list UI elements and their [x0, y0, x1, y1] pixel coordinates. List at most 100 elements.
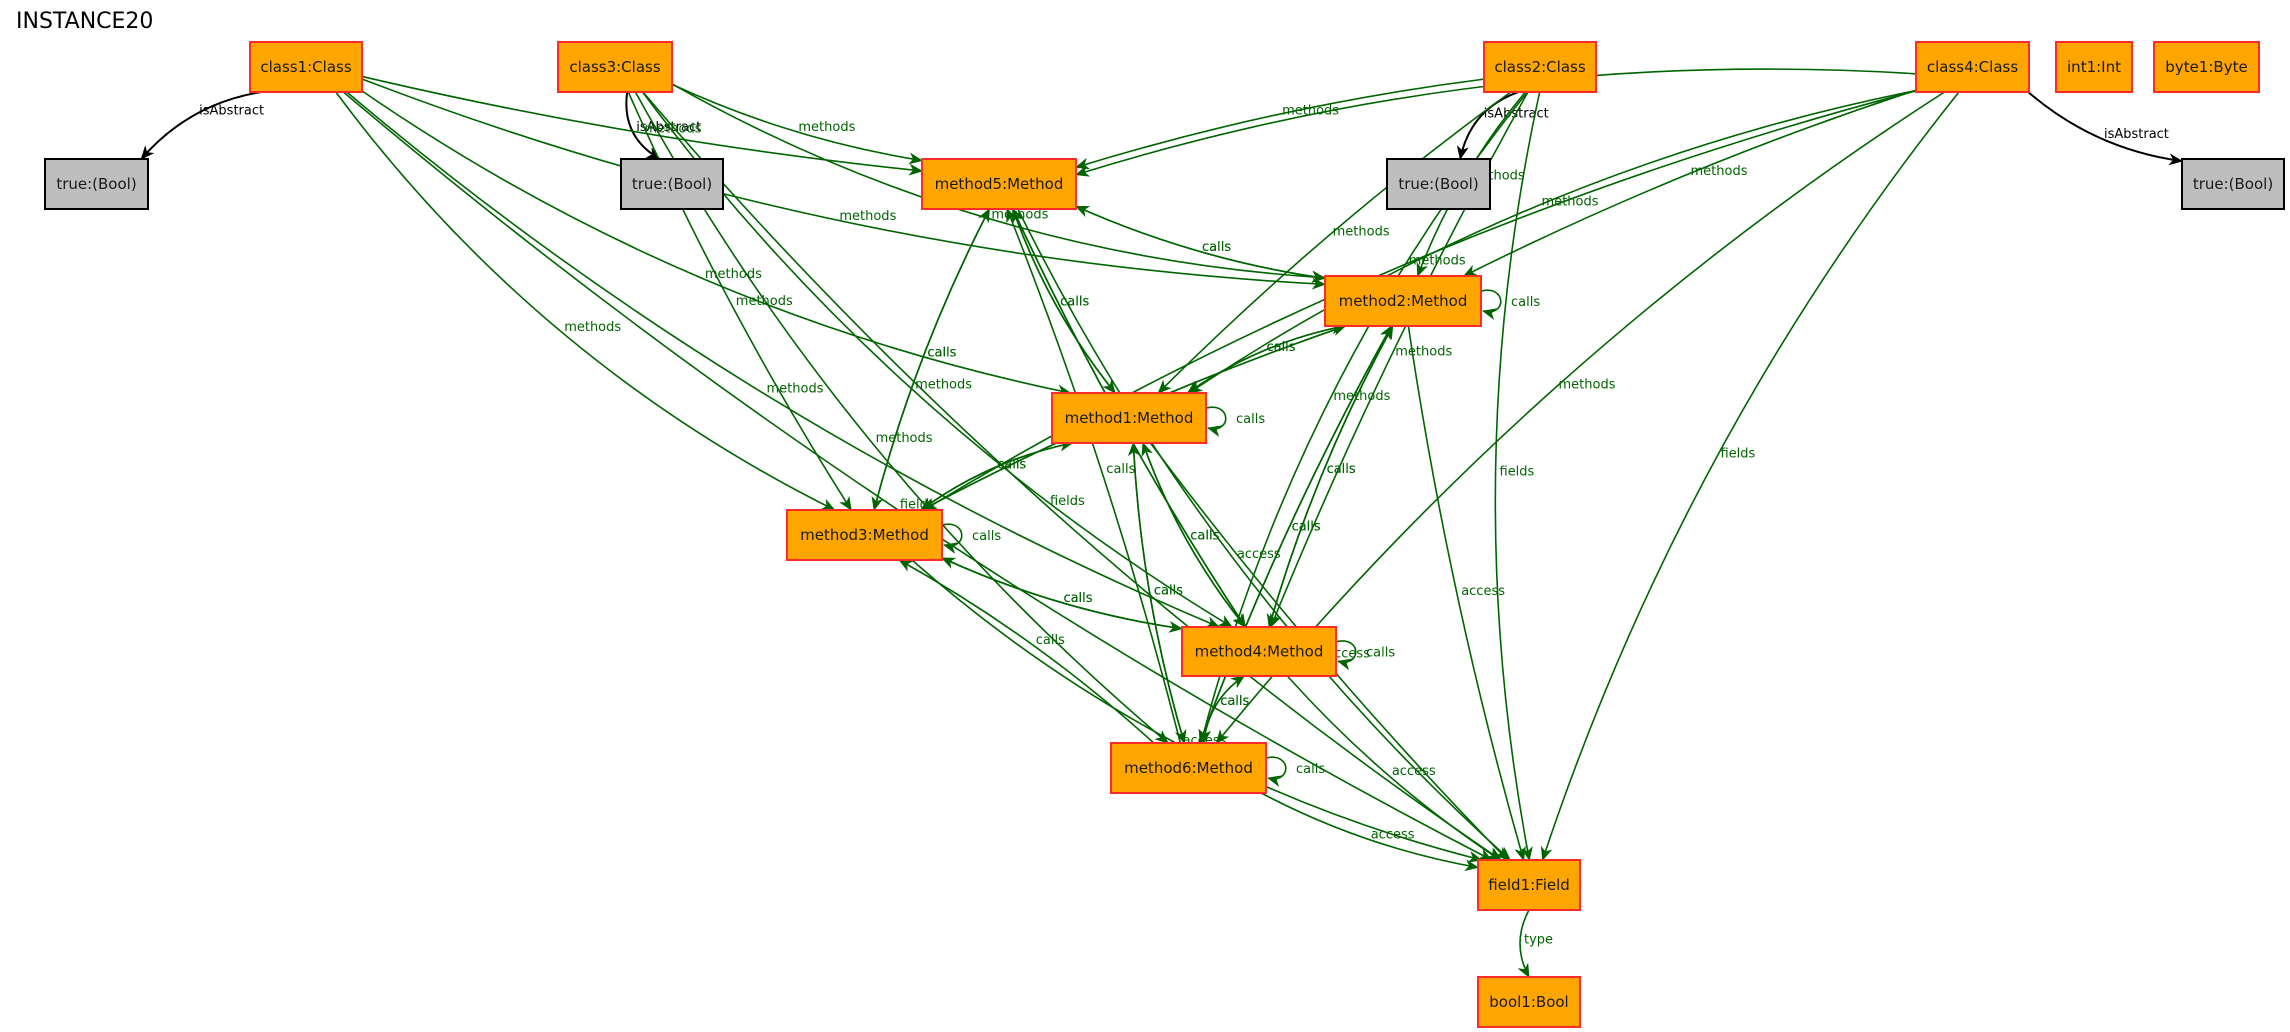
- edge-line: [1188, 89, 1917, 394]
- node-box[interactable]: [249, 41, 363, 93]
- edge-label: methods: [1409, 254, 1466, 269]
- edge-line: [140, 91, 262, 160]
- edge-label: calls: [1190, 528, 1219, 543]
- edge-label: methods: [798, 120, 855, 135]
- edge-line: [342, 91, 1493, 861]
- node-method4[interactable]: method4:Method: [1181, 626, 1337, 677]
- node-label: method5:Method: [935, 175, 1064, 193]
- node-box[interactable]: [1386, 158, 1491, 210]
- node-field1[interactable]: field1:Field: [1477, 859, 1581, 911]
- edge-label: calls: [1202, 240, 1231, 255]
- edge-method1-method2: calls: [1187, 322, 1346, 394]
- edge-method2-method1: calls: [1186, 325, 1345, 394]
- node-bool1[interactable]: bool1:Bool: [1477, 976, 1581, 1028]
- node-box[interactable]: [1110, 742, 1267, 794]
- node-label: class1:Class: [260, 58, 351, 76]
- node-class1[interactable]: class1:Class: [249, 41, 363, 93]
- edge-label: calls: [1511, 295, 1540, 310]
- edge-line: [1480, 289, 1502, 320]
- edge-method6-method6: calls: [1265, 756, 1325, 787]
- node-box[interactable]: [1181, 626, 1337, 677]
- node-box[interactable]: [1483, 41, 1597, 93]
- edge-label: access: [1371, 828, 1415, 843]
- node-byte1[interactable]: byte1:Byte: [2153, 41, 2260, 93]
- edge-line: [920, 439, 1074, 511]
- edge-method6-method3: calls: [898, 559, 1155, 744]
- edges-layer: isAbstractisAbstractisAbstractisAbstract…: [140, 68, 2183, 978]
- edge-line: [1286, 675, 1501, 861]
- node-true4[interactable]: true:(Bool): [2181, 158, 2285, 210]
- edge-label: calls: [927, 345, 956, 360]
- node-box[interactable]: [1915, 41, 2030, 93]
- node-box[interactable]: [2181, 158, 2285, 210]
- edge-label: calls: [927, 345, 956, 360]
- node-box[interactable]: [1477, 859, 1581, 911]
- edge-label: calls: [1154, 584, 1183, 599]
- node-box[interactable]: [620, 158, 724, 210]
- node-true3[interactable]: true:(Bool): [620, 158, 724, 210]
- node-box[interactable]: [1051, 392, 1207, 444]
- node-label: true:(Bool): [56, 175, 136, 193]
- node-true2[interactable]: true:(Bool): [1386, 158, 1491, 210]
- edge-class1-field1: fields: [342, 91, 1493, 861]
- node-box[interactable]: [2153, 41, 2260, 93]
- node-label: field1:Field: [1488, 876, 1570, 894]
- node-label: bool1:Bool: [1489, 993, 1568, 1011]
- edge-label: calls: [1236, 412, 1265, 427]
- edge-method6-method5: calls: [1006, 208, 1182, 744]
- edge-method4-method1: calls: [1141, 442, 1246, 628]
- edge-line: [361, 78, 1326, 290]
- edge-label: methods: [1333, 225, 1390, 240]
- edge-line: [361, 90, 1072, 397]
- edge-line: [1075, 205, 1326, 283]
- edge-line: [1268, 325, 1394, 628]
- node-box[interactable]: [1477, 976, 1581, 1028]
- node-true1[interactable]: true:(Bool): [44, 158, 149, 210]
- edge-label: calls: [1296, 762, 1325, 777]
- edge-line: [1141, 442, 1246, 628]
- edge-label: methods: [1333, 389, 1390, 404]
- node-class4[interactable]: class4:Class: [1915, 41, 2030, 93]
- edge-line: [1540, 91, 1960, 861]
- edge-line: [335, 91, 836, 511]
- edge-class2-true2: isAbstract: [1456, 91, 1549, 160]
- edge-line: [1456, 91, 1519, 160]
- edge-label: fields: [1500, 464, 1535, 479]
- edge-method2-method2: calls: [1480, 289, 1540, 320]
- edge-label: calls: [1327, 462, 1356, 477]
- node-box[interactable]: [1324, 275, 1482, 327]
- edge-line: [1186, 325, 1345, 394]
- node-label: class3:Class: [569, 58, 660, 76]
- node-class2[interactable]: class2:Class: [1483, 41, 1597, 93]
- node-box[interactable]: [921, 158, 1077, 210]
- edge-label: methods: [876, 431, 933, 446]
- edge-line: [1157, 91, 1512, 394]
- edge-class2-field1: fields: [1494, 91, 1541, 861]
- edge-method6-method2: calls: [1199, 325, 1393, 744]
- edge-method6-method1: calls: [1127, 442, 1186, 744]
- node-box[interactable]: [557, 41, 673, 93]
- edge-label: methods: [839, 209, 896, 224]
- edge-line: [1199, 325, 1393, 744]
- node-method6[interactable]: method6:Method: [1110, 742, 1267, 794]
- node-method3[interactable]: method3:Method: [786, 509, 943, 561]
- node-box[interactable]: [786, 509, 943, 561]
- edge-label: type: [1524, 933, 1553, 948]
- edge-method4-method3: calls: [941, 557, 1183, 630]
- node-box[interactable]: [2055, 41, 2133, 93]
- node-box[interactable]: [44, 158, 149, 210]
- node-int1[interactable]: int1:Int: [2055, 41, 2133, 93]
- node-class3[interactable]: class3:Class: [557, 41, 673, 93]
- edge-line: [1075, 78, 1485, 170]
- edge-label: access: [1461, 584, 1505, 599]
- edge-line: [671, 83, 923, 165]
- node-method1[interactable]: method1:Method: [1051, 392, 1207, 444]
- edge-line: [1127, 442, 1186, 744]
- node-method2[interactable]: method2:Method: [1324, 275, 1482, 327]
- node-label: method2:Method: [1339, 292, 1468, 310]
- edge-label: calls: [1106, 462, 1135, 477]
- edge-line: [361, 75, 923, 176]
- node-label: byte1:Byte: [2165, 58, 2247, 76]
- node-method5[interactable]: method5:Method: [921, 158, 1077, 210]
- edge-label: methods: [1559, 377, 1616, 392]
